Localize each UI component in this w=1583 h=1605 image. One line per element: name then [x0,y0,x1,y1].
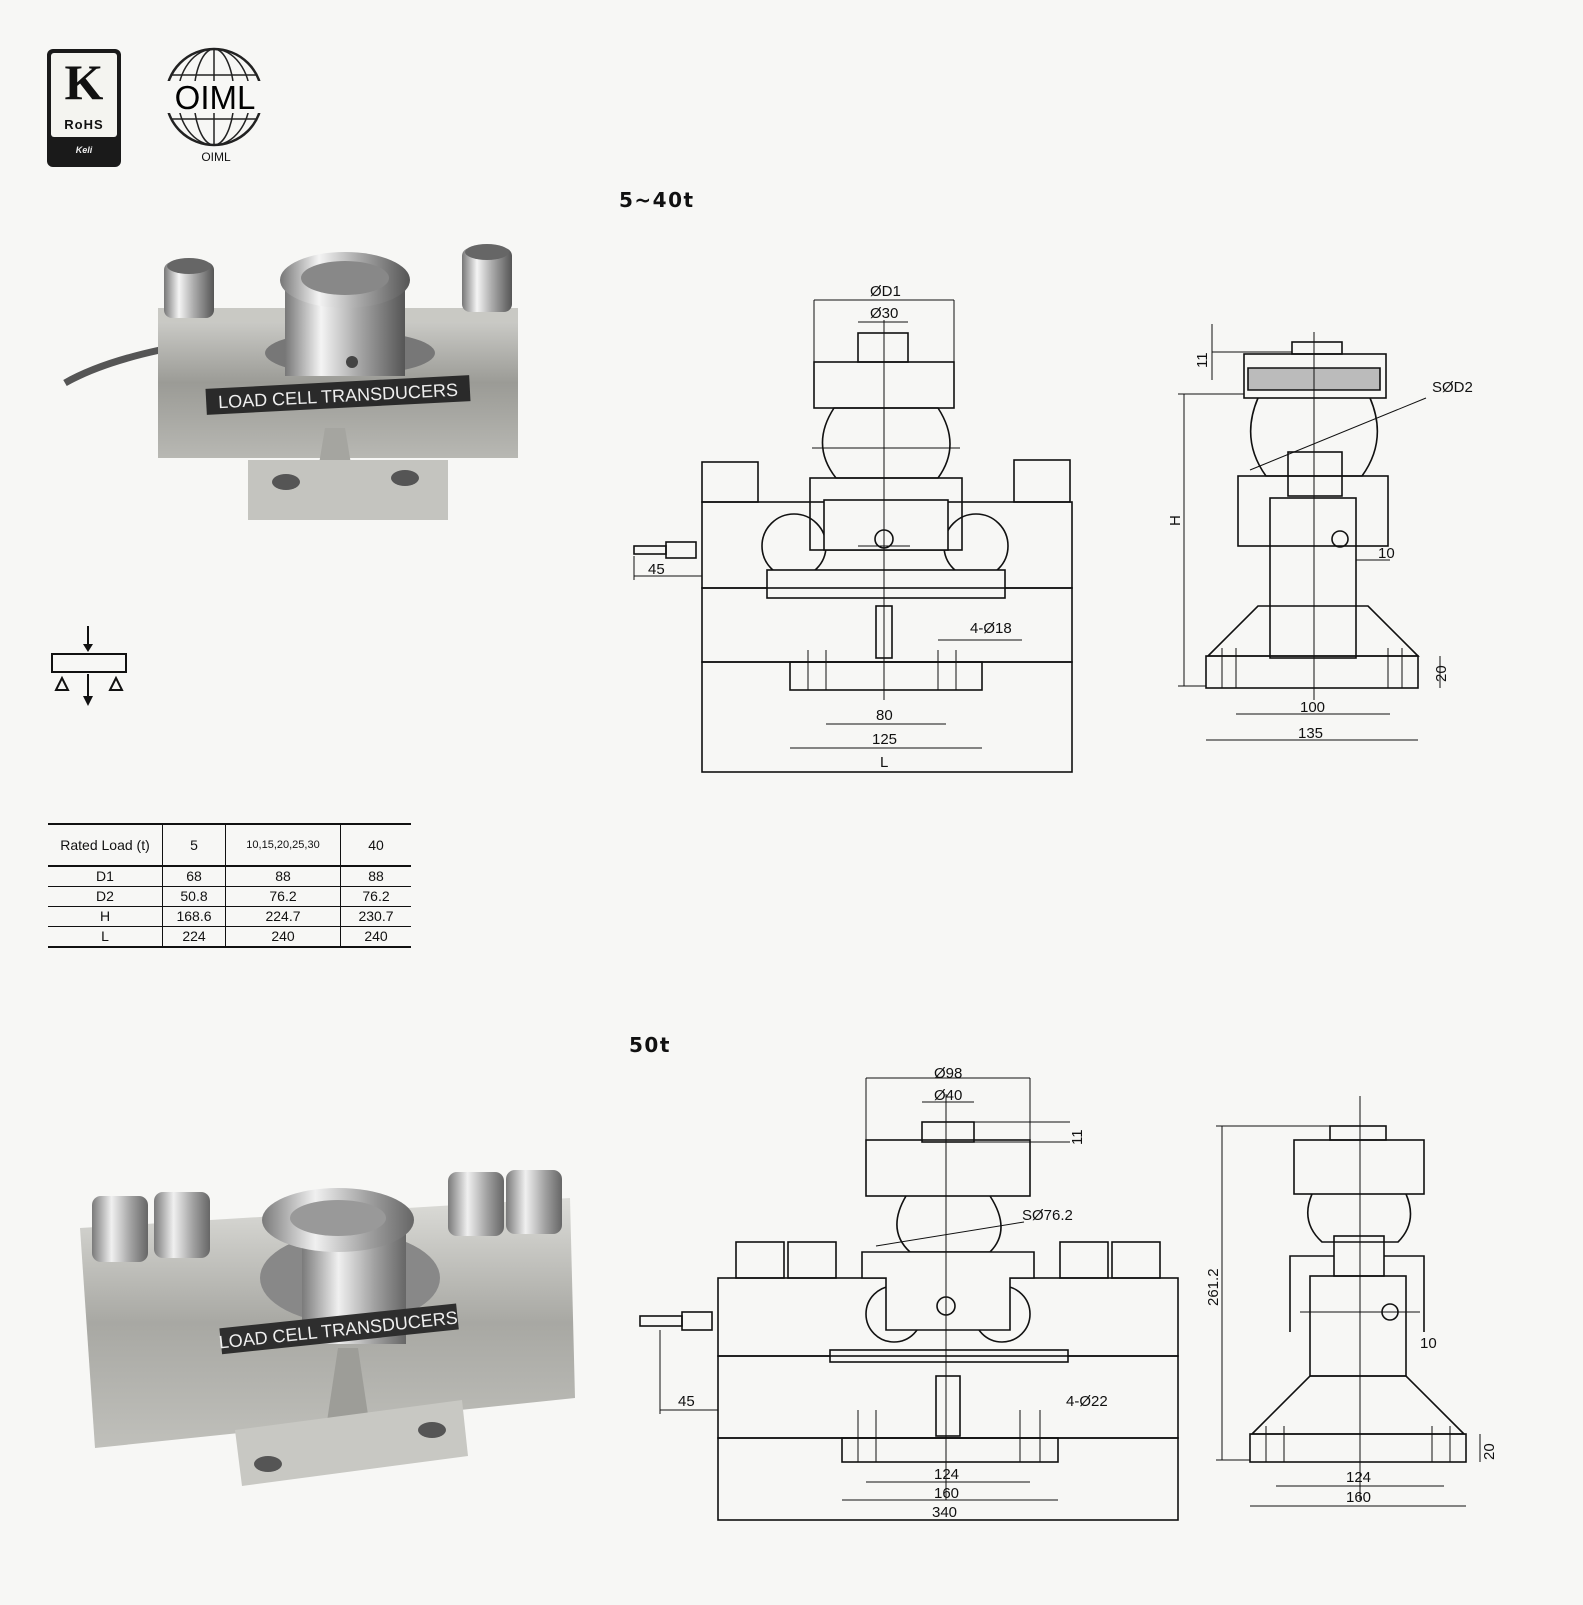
dim-11: 11 [1194,352,1211,368]
rohs-certification-mark: K RoHS Keli [47,49,121,167]
table-cell: 88 [225,866,341,887]
table-cell: 50.8 [162,886,226,907]
dim-10: 10 [1378,545,1395,562]
dim-20: 20 [1433,665,1450,682]
load-direction-icon [51,626,127,706]
table-row: H 168.6 224.7 230.7 [48,906,411,927]
table-cell: D1 [48,866,163,887]
table-cell: 230.7 [340,906,411,927]
drawing-50t: Ø98 Ø40 11 SØ76.2 45 4-Ø22 124 160 340 2… [639,1065,1498,1521]
dim-261: 261.2 [1205,1268,1222,1306]
k-mark-brand: Keli [75,145,93,155]
table-row: D1 68 88 88 [48,866,411,887]
spec-table: Rated Load (t) 5 10,15,20,25,30 40 D1 68… [48,823,411,948]
dim-100: 100 [1300,699,1325,716]
dim-80: 80 [876,707,893,724]
dim-sd76: SØ76.2 [1022,1207,1073,1224]
table-row: L 224 240 240 [48,926,411,948]
dim-20-50t: 20 [1481,1443,1498,1460]
drawing-5-40t: ØD1 Ø30 45 4-Ø18 80 125 L 11 [633,283,1473,773]
dim-d1: ØD1 [870,283,901,300]
dim-125: 125 [872,731,897,748]
spec-table-header-row: Rated Load (t) 5 10,15,20,25,30 40 [48,823,411,867]
dim-l: L [880,754,888,771]
oiml-caption: OIML [201,150,231,164]
load-cell-photo-1: LOAD CELL TRANSDUCERS [63,244,518,520]
section-title-5-40t: 5~40t [619,188,695,212]
spec-header-10-30t: 10,15,20,25,30 [225,823,341,867]
dim-d40: Ø40 [934,1087,962,1104]
table-cell: H [48,906,163,927]
table-cell: 240 [340,926,411,948]
dim-holes: 4-Ø18 [970,620,1012,637]
dim-s160: 160 [1346,1489,1371,1506]
table-cell: 240 [225,926,341,948]
table-cell: 88 [340,866,411,887]
front-view-50t [639,1077,1179,1521]
oiml-logo-text: OIML [175,79,256,116]
table-cell: 168.6 [162,906,226,927]
dim-340: 340 [932,1504,957,1521]
side-view-50t [1216,1096,1481,1507]
front-view-5-40t [633,299,1073,773]
dim-h: H [1167,515,1184,526]
table-cell: L [48,926,163,948]
dim-s124: 124 [1346,1469,1371,1486]
dim-10-50t: 10 [1420,1335,1437,1352]
table-cell: 224.7 [225,906,341,927]
rohs-label: RoHS [64,117,104,132]
dim-160: 160 [934,1485,959,1502]
oiml-certification-mark: OIML OIML [158,45,274,170]
dim-135: 135 [1298,725,1323,742]
spec-header-5t: 5 [162,823,226,867]
oiml-globe-icon: OIML [162,47,268,147]
table-cell: 76.2 [225,886,341,907]
dim-45-50t: 45 [678,1393,695,1410]
dim-11-50t: 11 [1069,1129,1086,1145]
section-title-50t: 50t [629,1033,671,1057]
table-cell: 76.2 [340,886,411,907]
dim-124: 124 [934,1466,959,1483]
k-mark-letter: K [64,54,104,110]
load-cell-photo-2: LOAD CELL TRANSDUCERS [80,1170,575,1486]
table-cell: 68 [162,866,226,887]
dim-d30: Ø30 [870,305,898,322]
dim-45: 45 [648,561,665,578]
dim-d98: Ø98 [934,1065,962,1082]
spec-header-40t: 40 [340,823,411,867]
dim-holes-50t: 4-Ø22 [1066,1393,1108,1410]
side-view-5-40t [1178,324,1441,741]
dim-sd2: SØD2 [1432,379,1473,396]
table-cell: 224 [162,926,226,948]
table-row: D2 50.8 76.2 76.2 [48,886,411,907]
spec-header-rated-load: Rated Load (t) [48,823,163,867]
table-cell: D2 [48,886,163,907]
